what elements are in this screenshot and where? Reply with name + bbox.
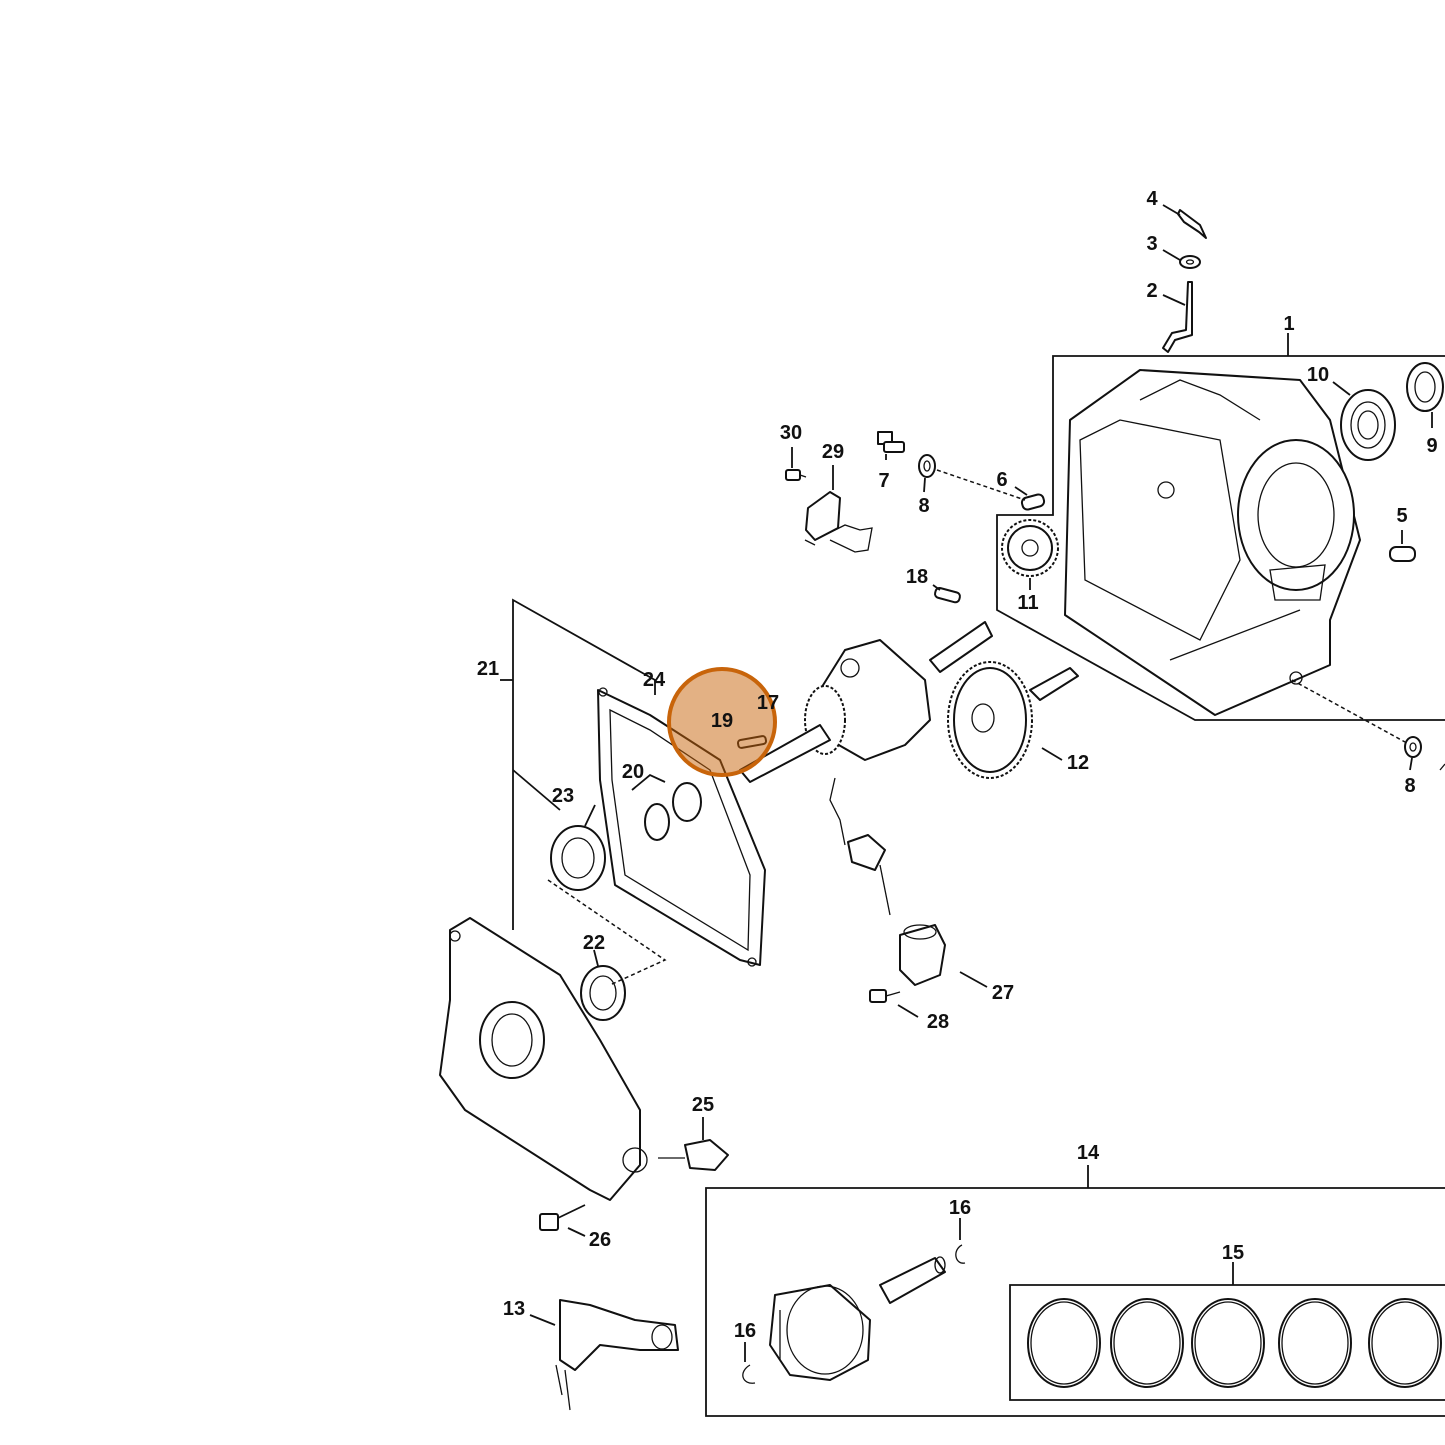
- part-number-16-lower[interactable]: 16: [734, 1320, 756, 1342]
- drain-plug-part-7[interactable]: [877, 431, 905, 453]
- piston-group-bracket: [705, 1165, 1445, 1417]
- washer-part-3[interactable]: [1179, 255, 1201, 269]
- crankcase-part[interactable]: [1064, 369, 1361, 716]
- crankshaft-part-17[interactable]: [739, 621, 993, 783]
- circlip-part-16a[interactable]: [955, 1244, 966, 1264]
- piston-rings-part-15[interactable]: [1027, 1298, 1442, 1388]
- part-number-2[interactable]: 2: [1146, 280, 1157, 302]
- part-number-4[interactable]: 4: [1146, 188, 1158, 210]
- sealing-washer-part-8b[interactable]: [1404, 736, 1422, 758]
- part-number-24[interactable]: 24: [643, 669, 666, 691]
- part-number-23[interactable]: 23: [552, 785, 574, 807]
- governor-gear-part-11[interactable]: [1001, 519, 1059, 577]
- part-number-18[interactable]: 18: [906, 566, 928, 588]
- part-number-28[interactable]: 28: [927, 1011, 949, 1033]
- part-number-8-lower[interactable]: 8: [1404, 775, 1415, 797]
- ignition-module-part-29[interactable]: [804, 491, 873, 553]
- clip-part-4[interactable]: [1177, 209, 1207, 239]
- piston-ring-set-bracket: [1009, 1262, 1445, 1401]
- oil-seal-part-9[interactable]: [1406, 362, 1444, 412]
- part-number-25[interactable]: 25: [692, 1094, 714, 1116]
- part-number-6[interactable]: 6: [996, 469, 1007, 491]
- part-number-5[interactable]: 5: [1396, 505, 1407, 527]
- part-number-30[interactable]: 30: [780, 422, 802, 444]
- o-ring-part-20[interactable]: [631, 773, 702, 841]
- piston-part[interactable]: [769, 1284, 871, 1381]
- part-number-16-upper[interactable]: 16: [949, 1197, 971, 1219]
- governor-rod-part[interactable]: [1162, 281, 1193, 353]
- part-number-12[interactable]: 12: [1067, 752, 1089, 774]
- connecting-rod-part-13[interactable]: [555, 1299, 679, 1411]
- dowel-pin-part-6[interactable]: [1020, 493, 1046, 511]
- part-number-10[interactable]: 10: [1307, 364, 1329, 386]
- part-number-20[interactable]: 20: [622, 761, 644, 783]
- part-number-22[interactable]: 22: [583, 932, 605, 954]
- part-number-27[interactable]: 27: [992, 982, 1014, 1004]
- oil-sensor-part-27[interactable]: [829, 777, 946, 986]
- ball-bearing-part-10[interactable]: [1340, 389, 1396, 461]
- crankcase-group-bracket: [996, 333, 1445, 721]
- part-number-14[interactable]: 14: [1077, 1142, 1100, 1164]
- part-number-19[interactable]: 19: [711, 710, 733, 732]
- assembly-guide-line: [547, 879, 667, 986]
- part-number-8-upper[interactable]: 8: [918, 495, 929, 517]
- woodruff-key-part-18[interactable]: [934, 586, 961, 604]
- part-number-1[interactable]: 1: [1283, 313, 1294, 335]
- ball-bearing-part-23[interactable]: [550, 825, 606, 891]
- dowel-pin-part-5[interactable]: [1389, 546, 1416, 562]
- part-number-29[interactable]: 29: [822, 441, 844, 463]
- part-number-11[interactable]: 11: [1017, 592, 1038, 614]
- screw-part-30[interactable]: [785, 469, 807, 481]
- part-number-17[interactable]: 17: [757, 692, 779, 714]
- part-number-3[interactable]: 3: [1146, 233, 1157, 255]
- part-number-13[interactable]: 13: [503, 1298, 525, 1320]
- piston-pin-part[interactable]: [879, 1256, 946, 1304]
- camshaft-part-12[interactable]: [947, 661, 1079, 779]
- leader-lines: [529, 204, 1433, 1362]
- bolt-part-26[interactable]: [539, 1204, 586, 1231]
- part-number-26[interactable]: 26: [589, 1229, 611, 1251]
- oil-filler-cap-part-25[interactable]: [658, 1139, 729, 1171]
- crankcase-cover-part[interactable]: [439, 917, 648, 1201]
- sealing-washer-part-8a[interactable]: [918, 454, 936, 478]
- edge-fragment: [1439, 763, 1445, 771]
- highlight-circle: [667, 667, 777, 777]
- screw-part-28[interactable]: [869, 989, 901, 1003]
- part-number-7[interactable]: 7: [878, 470, 889, 492]
- part-number-15[interactable]: 15: [1222, 1242, 1244, 1264]
- part-number-9[interactable]: 9: [1426, 435, 1437, 457]
- part-number-21[interactable]: 21: [477, 658, 499, 680]
- circlip-part-16b[interactable]: [742, 1364, 756, 1384]
- crankcase-cover-group-bracket: [500, 598, 656, 930]
- oil-seal-part-22[interactable]: [580, 965, 626, 1021]
